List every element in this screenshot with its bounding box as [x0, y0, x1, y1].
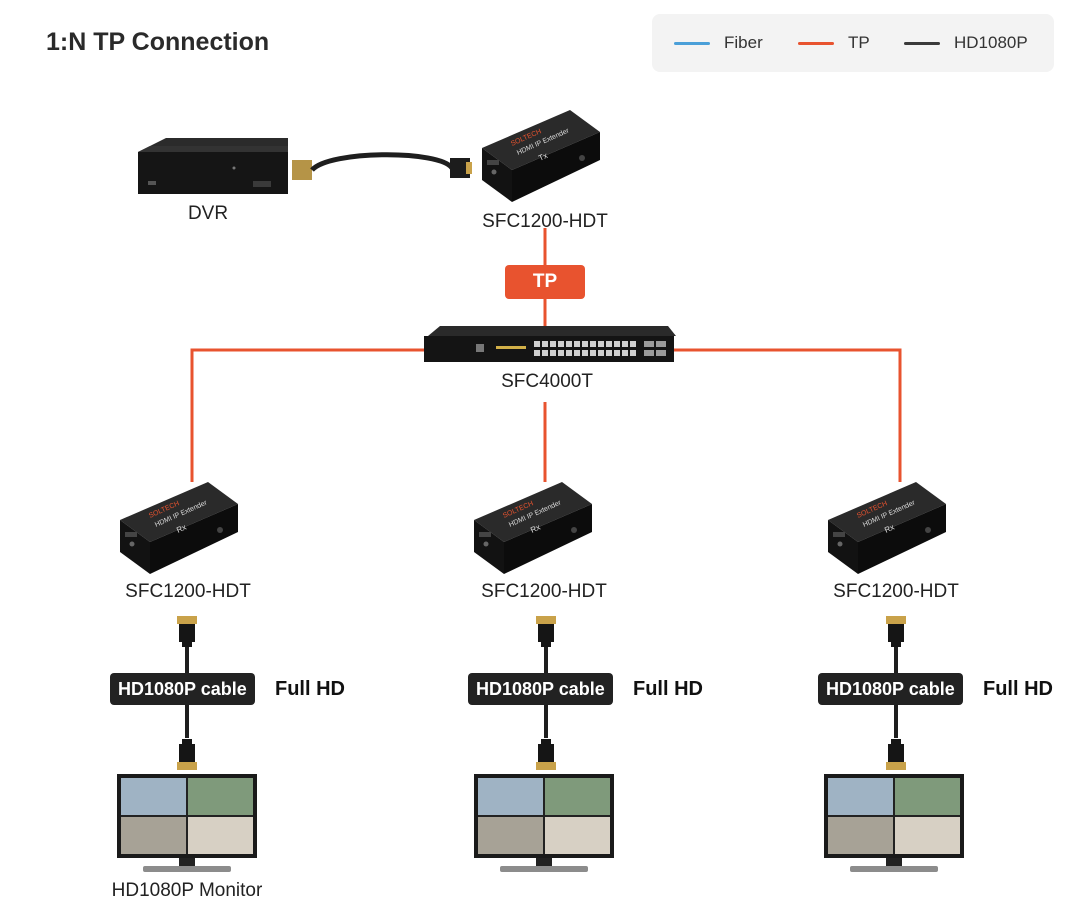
cable-badge-left: HD1080P cable: [110, 673, 255, 705]
tp-line-switch-to-rx-right: [672, 348, 902, 482]
cable-badge-right: HD1080P cable: [818, 673, 963, 705]
tx-extender-icon: SOLTECH HDMI IP Extender Tx: [482, 110, 600, 202]
rx-extender-icon: SOLTECH HDMI IP Extender Rx: [120, 482, 238, 574]
tx-device-sub: Tx: [537, 151, 549, 163]
full-hd-label-right: Full HD: [983, 678, 1053, 700]
tp-line-swatch: [798, 41, 834, 45]
dvr-label: DVR: [187, 203, 229, 224]
legend-label: TP: [848, 33, 870, 52]
fiber-line-swatch: [674, 41, 710, 45]
rx-device-sub: Rx: [529, 523, 542, 535]
rx-extender-icon: SOLTECH HDMI IP Extender Rx: [828, 482, 946, 574]
tx-label: SFC1200-HDT: [482, 211, 608, 232]
monitor-label: HD1080P Monitor: [111, 880, 263, 901]
legend-label: Fiber: [724, 33, 763, 52]
dvr-icon: [138, 138, 288, 194]
page-title: 1:N TP Connection: [46, 28, 270, 56]
legend-item-hd1080p: HD1080P: [904, 33, 1028, 53]
legend-item-tp: TP: [798, 33, 870, 53]
monitor-icon: [473, 773, 615, 873]
hdmi-cable-dvr-to-tx: [292, 152, 472, 180]
rx-device-sub: Rx: [883, 523, 896, 535]
cable-badge-center: HD1080P cable: [468, 673, 613, 705]
hd1080p-line-swatch: [904, 41, 940, 45]
legend: Fiber TP HD1080P: [652, 14, 1054, 72]
full-hd-label-left: Full HD: [275, 678, 345, 700]
rx-extender-icon: SOLTECH HDMI IP Extender Rx: [474, 482, 592, 574]
rx-label-right: SFC1200-HDT: [833, 581, 959, 602]
rx-device-sub: Rx: [175, 523, 188, 535]
legend-label: HD1080P: [954, 33, 1028, 52]
full-hd-label-center: Full HD: [633, 678, 703, 700]
tp-line-switch-to-rx-left: [190, 348, 428, 482]
tp-badge: TP: [505, 265, 585, 299]
legend-item-fiber: Fiber: [674, 33, 763, 53]
rx-label-left: SFC1200-HDT: [125, 581, 251, 602]
rx-label-center: SFC1200-HDT: [481, 581, 607, 602]
monitor-icon: [116, 773, 258, 873]
monitor-icon: [823, 773, 965, 873]
switch-label: SFC4000T: [501, 371, 593, 392]
switch-icon: [424, 326, 676, 362]
